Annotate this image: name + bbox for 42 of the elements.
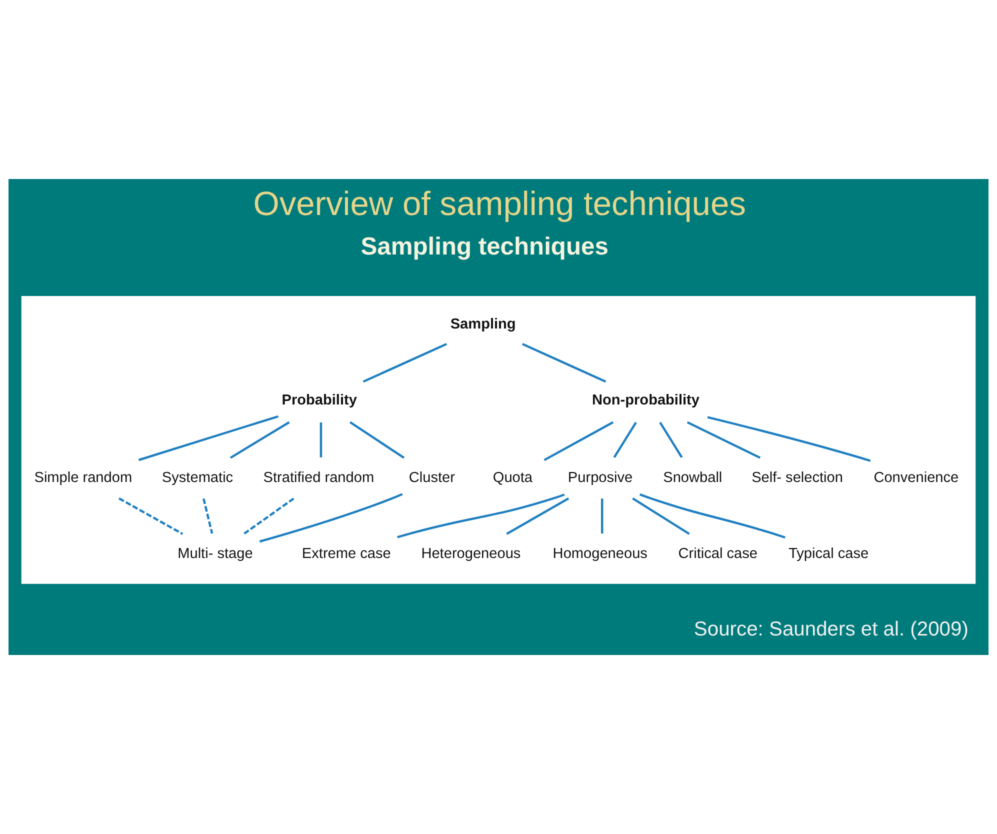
connector bbox=[639, 493, 786, 538]
node-text: Homogeneous bbox=[552, 546, 648, 562]
connector bbox=[362, 342, 448, 383]
connector bbox=[320, 422, 322, 458]
connector bbox=[659, 422, 683, 458]
label: Sampling techniques bbox=[360, 234, 608, 261]
node-text: Simple random bbox=[34, 470, 132, 486]
connector bbox=[686, 421, 761, 459]
connector bbox=[138, 415, 279, 462]
node-text: Self- selection bbox=[752, 470, 843, 486]
node-text: Multi- stage bbox=[178, 546, 253, 562]
connector bbox=[613, 422, 637, 458]
connector bbox=[230, 421, 290, 459]
connector bbox=[259, 493, 403, 543]
node-text: Extreme case bbox=[302, 546, 391, 562]
node-text: Heterogeneous bbox=[421, 546, 521, 562]
node-text: Critical case bbox=[678, 546, 758, 562]
caption: Source: Saunders et al. (2009) bbox=[694, 618, 968, 640]
node-text: Sampling bbox=[450, 316, 516, 332]
node-text: Snowball bbox=[663, 470, 722, 486]
node-text: Cluster bbox=[408, 470, 455, 486]
connector bbox=[707, 416, 871, 462]
node-text: Systematic bbox=[162, 470, 234, 486]
node-text: Stratified random bbox=[263, 470, 374, 486]
connector bbox=[243, 498, 294, 535]
node-text: Purposive bbox=[568, 470, 633, 486]
node-text: Convenience bbox=[874, 470, 959, 486]
cluster bbox=[21, 296, 976, 584]
connector bbox=[544, 421, 614, 462]
node-text: Non-probability bbox=[592, 392, 700, 409]
connector bbox=[506, 497, 570, 535]
node-text: Typical case bbox=[788, 546, 869, 562]
diagram-title: Overview of sampling techniques bbox=[253, 186, 746, 223]
connector bbox=[632, 497, 690, 535]
connector bbox=[522, 342, 606, 383]
connector bbox=[600, 498, 604, 534]
connector bbox=[396, 494, 565, 538]
connector bbox=[202, 498, 214, 534]
connector bbox=[118, 497, 184, 535]
node-text: Probability bbox=[282, 392, 357, 409]
connector bbox=[350, 421, 405, 459]
node-text: Quota bbox=[492, 470, 533, 486]
